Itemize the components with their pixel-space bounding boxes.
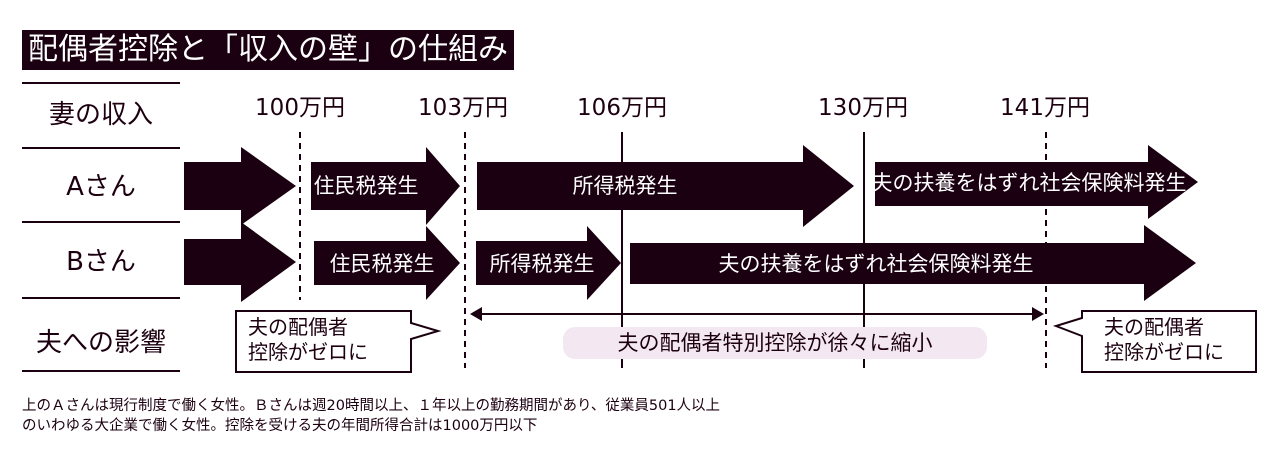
arrow-b-base bbox=[184, 222, 296, 302]
row-divider bbox=[22, 82, 180, 84]
threshold-130: 130万円 bbox=[818, 95, 908, 121]
arrow-label-b-income-tax: 所得税発生 bbox=[489, 252, 595, 276]
row-divider bbox=[22, 221, 180, 223]
left-callout-line2: 控除がゼロに bbox=[248, 340, 368, 364]
row-divider bbox=[22, 297, 180, 299]
arrow-b-resident-tax bbox=[314, 226, 460, 300]
arrow-a-income-tax bbox=[477, 145, 854, 227]
deduction-reduction-pill: 夫の配偶者特別控除が徐々に縮小 bbox=[563, 327, 987, 359]
arrow-a-social-insurance bbox=[875, 145, 1198, 219]
arrow-a-resident-tax bbox=[311, 147, 460, 225]
threshold-100: 100万円 bbox=[255, 95, 345, 121]
arrow-label-b-social-insurance: 夫の扶養をはずれ社会保険料発生 bbox=[718, 252, 1034, 276]
right-callout-line2: 控除がゼロに bbox=[1104, 340, 1224, 364]
left-callout-box bbox=[235, 310, 442, 373]
footnote: 上のＡさんは現行制度で働く女性。Ｂさんは週20時間以上、１年以上の勤務期間があり… bbox=[22, 398, 721, 434]
row-label-effect: 夫への影響 bbox=[35, 328, 166, 358]
arrow-label-a-resident-tax: 住民税発生 bbox=[313, 174, 419, 198]
right-callout-box bbox=[1052, 310, 1257, 373]
reduction-span-right-head bbox=[1032, 307, 1044, 321]
arrow-b-social-insurance bbox=[630, 225, 1196, 301]
row-label-income: 妻の収入 bbox=[48, 100, 153, 130]
row-divider bbox=[22, 147, 180, 149]
left-callout-line1: 夫の配偶者 bbox=[248, 315, 348, 339]
threshold-106: 106万円 bbox=[577, 95, 667, 121]
row-divider bbox=[22, 370, 180, 372]
arrow-label-a-social-insurance: 夫の扶養をはずれ社会保険料発生 bbox=[871, 171, 1187, 195]
reduction-span-left-head bbox=[470, 307, 482, 321]
threshold-141: 141万円 bbox=[1000, 95, 1090, 121]
row-label-b: Bさん bbox=[66, 247, 136, 277]
arrow-label-b-resident-tax: 住民税発生 bbox=[329, 252, 435, 276]
arrow-a-base bbox=[184, 147, 296, 225]
page-title: 配偶者控除と「収入の壁」の仕組み bbox=[22, 30, 514, 70]
arrow-label-a-income-tax: 所得税発生 bbox=[572, 174, 678, 198]
row-label-a: Aさん bbox=[66, 172, 136, 202]
threshold-103: 103万円 bbox=[418, 95, 508, 121]
arrow-b-income-tax bbox=[476, 226, 621, 300]
right-callout-line1: 夫の配偶者 bbox=[1104, 315, 1204, 339]
